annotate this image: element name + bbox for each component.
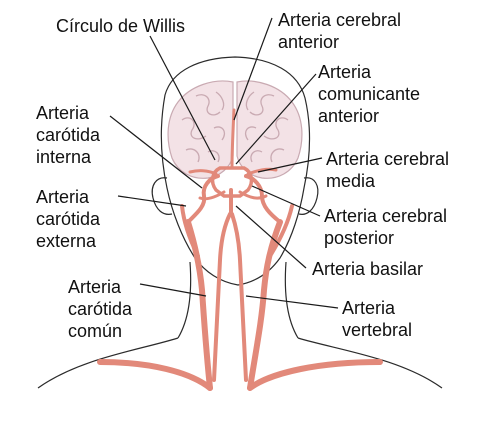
label-cerebral-anterior-line1: Arteria cerebral (278, 10, 402, 30)
label-comunicante-anterior-line2: comunicante (318, 84, 421, 104)
label-comunicante-anterior-line3: anterior (318, 106, 380, 126)
neck-right (284, 261, 299, 339)
label-cerebral-posterior: Arteria cerebral posterior (324, 205, 447, 249)
label-circulo-willis: Círculo de Willis (56, 15, 185, 37)
label-vertebral-line2: vertebral (342, 320, 413, 340)
leader-cerebral-posterior (251, 185, 321, 217)
label-carotida-comun: Arteria carótida común (68, 276, 132, 342)
label-carotida-externa-line2: carótida (36, 209, 101, 229)
leader-cerebral-anterior (233, 17, 273, 121)
label-comunicante-anterior-line1: Arteria (318, 62, 372, 82)
label-comunicante-anterior: Arteria comunicante anterior (318, 61, 420, 127)
leader-carotida-comun (139, 283, 207, 297)
brain (167, 80, 303, 179)
posterior-cerebral-right (238, 190, 268, 200)
middle-cerebral-left (188, 169, 218, 176)
label-cerebral-media-line1: Arteria cerebral (326, 149, 450, 169)
subclavian-left (97, 359, 213, 391)
shoulder-left (37, 337, 179, 389)
label-cerebral-media: Arteria cerebral media (326, 148, 449, 192)
label-carotida-externa-line1: Arteria (36, 187, 90, 207)
vertebral-left (212, 212, 232, 382)
label-carotida-comun-line1: Arteria (68, 277, 122, 297)
leader-carotida-externa (117, 195, 187, 207)
label-carotida-interna-line3: interna (36, 147, 92, 167)
label-cerebral-anterior: Arteria cerebral anterior (278, 9, 401, 53)
label-cerebral-posterior-line1: Arteria cerebral (324, 206, 448, 226)
vertebral-right (230, 212, 248, 382)
label-cerebral-posterior-line2: posterior (324, 228, 395, 248)
label-basilar: Arteria basilar (312, 258, 423, 280)
ear-left (151, 177, 173, 215)
leader-circulo-willis (149, 35, 216, 161)
label-carotida-interna: Arteria carótida interna (36, 102, 100, 168)
label-carotida-interna-line2: carótida (36, 125, 101, 145)
label-basilar-text: Arteria basilar (312, 259, 424, 279)
shoulder-right (297, 337, 443, 389)
anterior-cerebral-artery (230, 108, 236, 170)
leader-comunicante-anterior (235, 73, 317, 165)
leader-basilar (235, 205, 307, 269)
neck-left (177, 261, 192, 339)
label-cerebral-media-line2: media (326, 171, 376, 191)
subclavian-right (247, 359, 383, 391)
label-vertebral-line1: Arteria (342, 298, 396, 318)
leader-carotida-interna (109, 115, 203, 189)
circle-of-willis (210, 166, 254, 198)
external-carotid-right (268, 204, 294, 258)
label-carotida-externa-line3: externa (36, 231, 97, 251)
ear-right (298, 177, 319, 215)
label-cerebral-anterior-line2: anterior (278, 32, 340, 52)
label-carotida-comun-line3: común (68, 321, 123, 341)
common-carotid-left (185, 219, 213, 391)
common-carotid-right (247, 219, 283, 391)
leader-cerebral-media (257, 157, 323, 173)
brain-folds (181, 91, 289, 163)
leader-lines (109, 17, 339, 309)
label-carotida-interna-line1: Arteria (36, 103, 90, 123)
label-carotida-externa: Arteria carótida externa (36, 186, 100, 252)
label-carotida-comun-line2: carótida (68, 299, 133, 319)
posterior-cerebral-left (198, 190, 226, 201)
brain-left-hemisphere (167, 80, 234, 179)
label-circulo-willis-text: Círculo de Willis (56, 16, 186, 36)
label-vertebral: Arteria vertebral (342, 297, 412, 341)
leader-vertebral (245, 295, 339, 309)
middle-cerebral-right (246, 167, 278, 176)
arteries (97, 108, 383, 391)
external-carotid-left (180, 204, 200, 258)
